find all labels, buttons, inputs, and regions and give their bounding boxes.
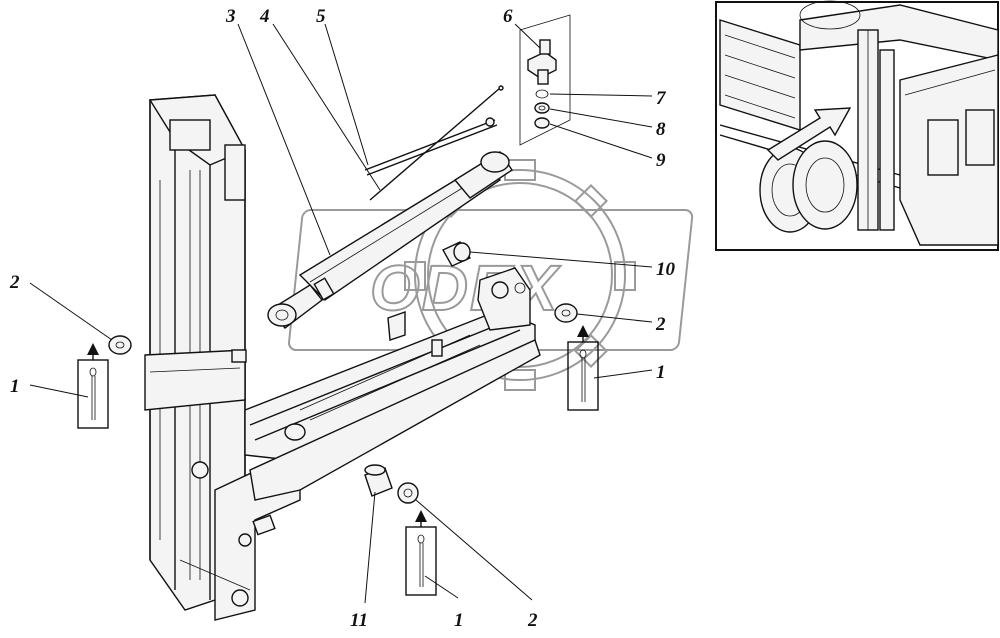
- boom-arm: [244, 267, 541, 501]
- callout-3: 3: [225, 6, 236, 27]
- callout-4: 4: [259, 6, 270, 27]
- washers: [108, 303, 578, 504]
- pin-11: [364, 464, 393, 497]
- cotter-pin-box-bottom: [405, 510, 437, 596]
- callout-1-bottom: 1: [454, 610, 464, 631]
- hydraulic-cylinder: [267, 151, 513, 329]
- callout-7: 7: [656, 88, 667, 109]
- callout-10: 10: [656, 259, 676, 280]
- callout-9: 9: [656, 150, 666, 171]
- callout-5: 5: [316, 6, 326, 27]
- callout-2-right: 2: [655, 314, 666, 335]
- inset-arrow: [766, 107, 852, 161]
- callout-6: 6: [503, 6, 513, 27]
- fitting-panel: [519, 14, 571, 146]
- callout-11: 11: [350, 610, 368, 631]
- pin-10: [442, 241, 472, 267]
- callout-1-right: 1: [656, 362, 666, 383]
- mast-assembly: [144, 94, 301, 621]
- leader-lines: [29, 23, 653, 604]
- cotter-pin-box-left: [77, 343, 109, 429]
- callout-2-left: 2: [9, 272, 20, 293]
- watermark-logo-text: ODEX: [370, 252, 561, 324]
- callout-8: 8: [656, 119, 666, 140]
- callout-labels: 1 2 3 4 5 6 7 8 9 10 2 1 11 1 2: [9, 6, 676, 631]
- callout-1-left: 1: [10, 376, 20, 397]
- callout-2-bottom: 2: [527, 610, 538, 631]
- hose-and-rod: [364, 85, 504, 201]
- inset-view: [715, 0, 999, 251]
- cotter-pin-box-right: [567, 325, 599, 411]
